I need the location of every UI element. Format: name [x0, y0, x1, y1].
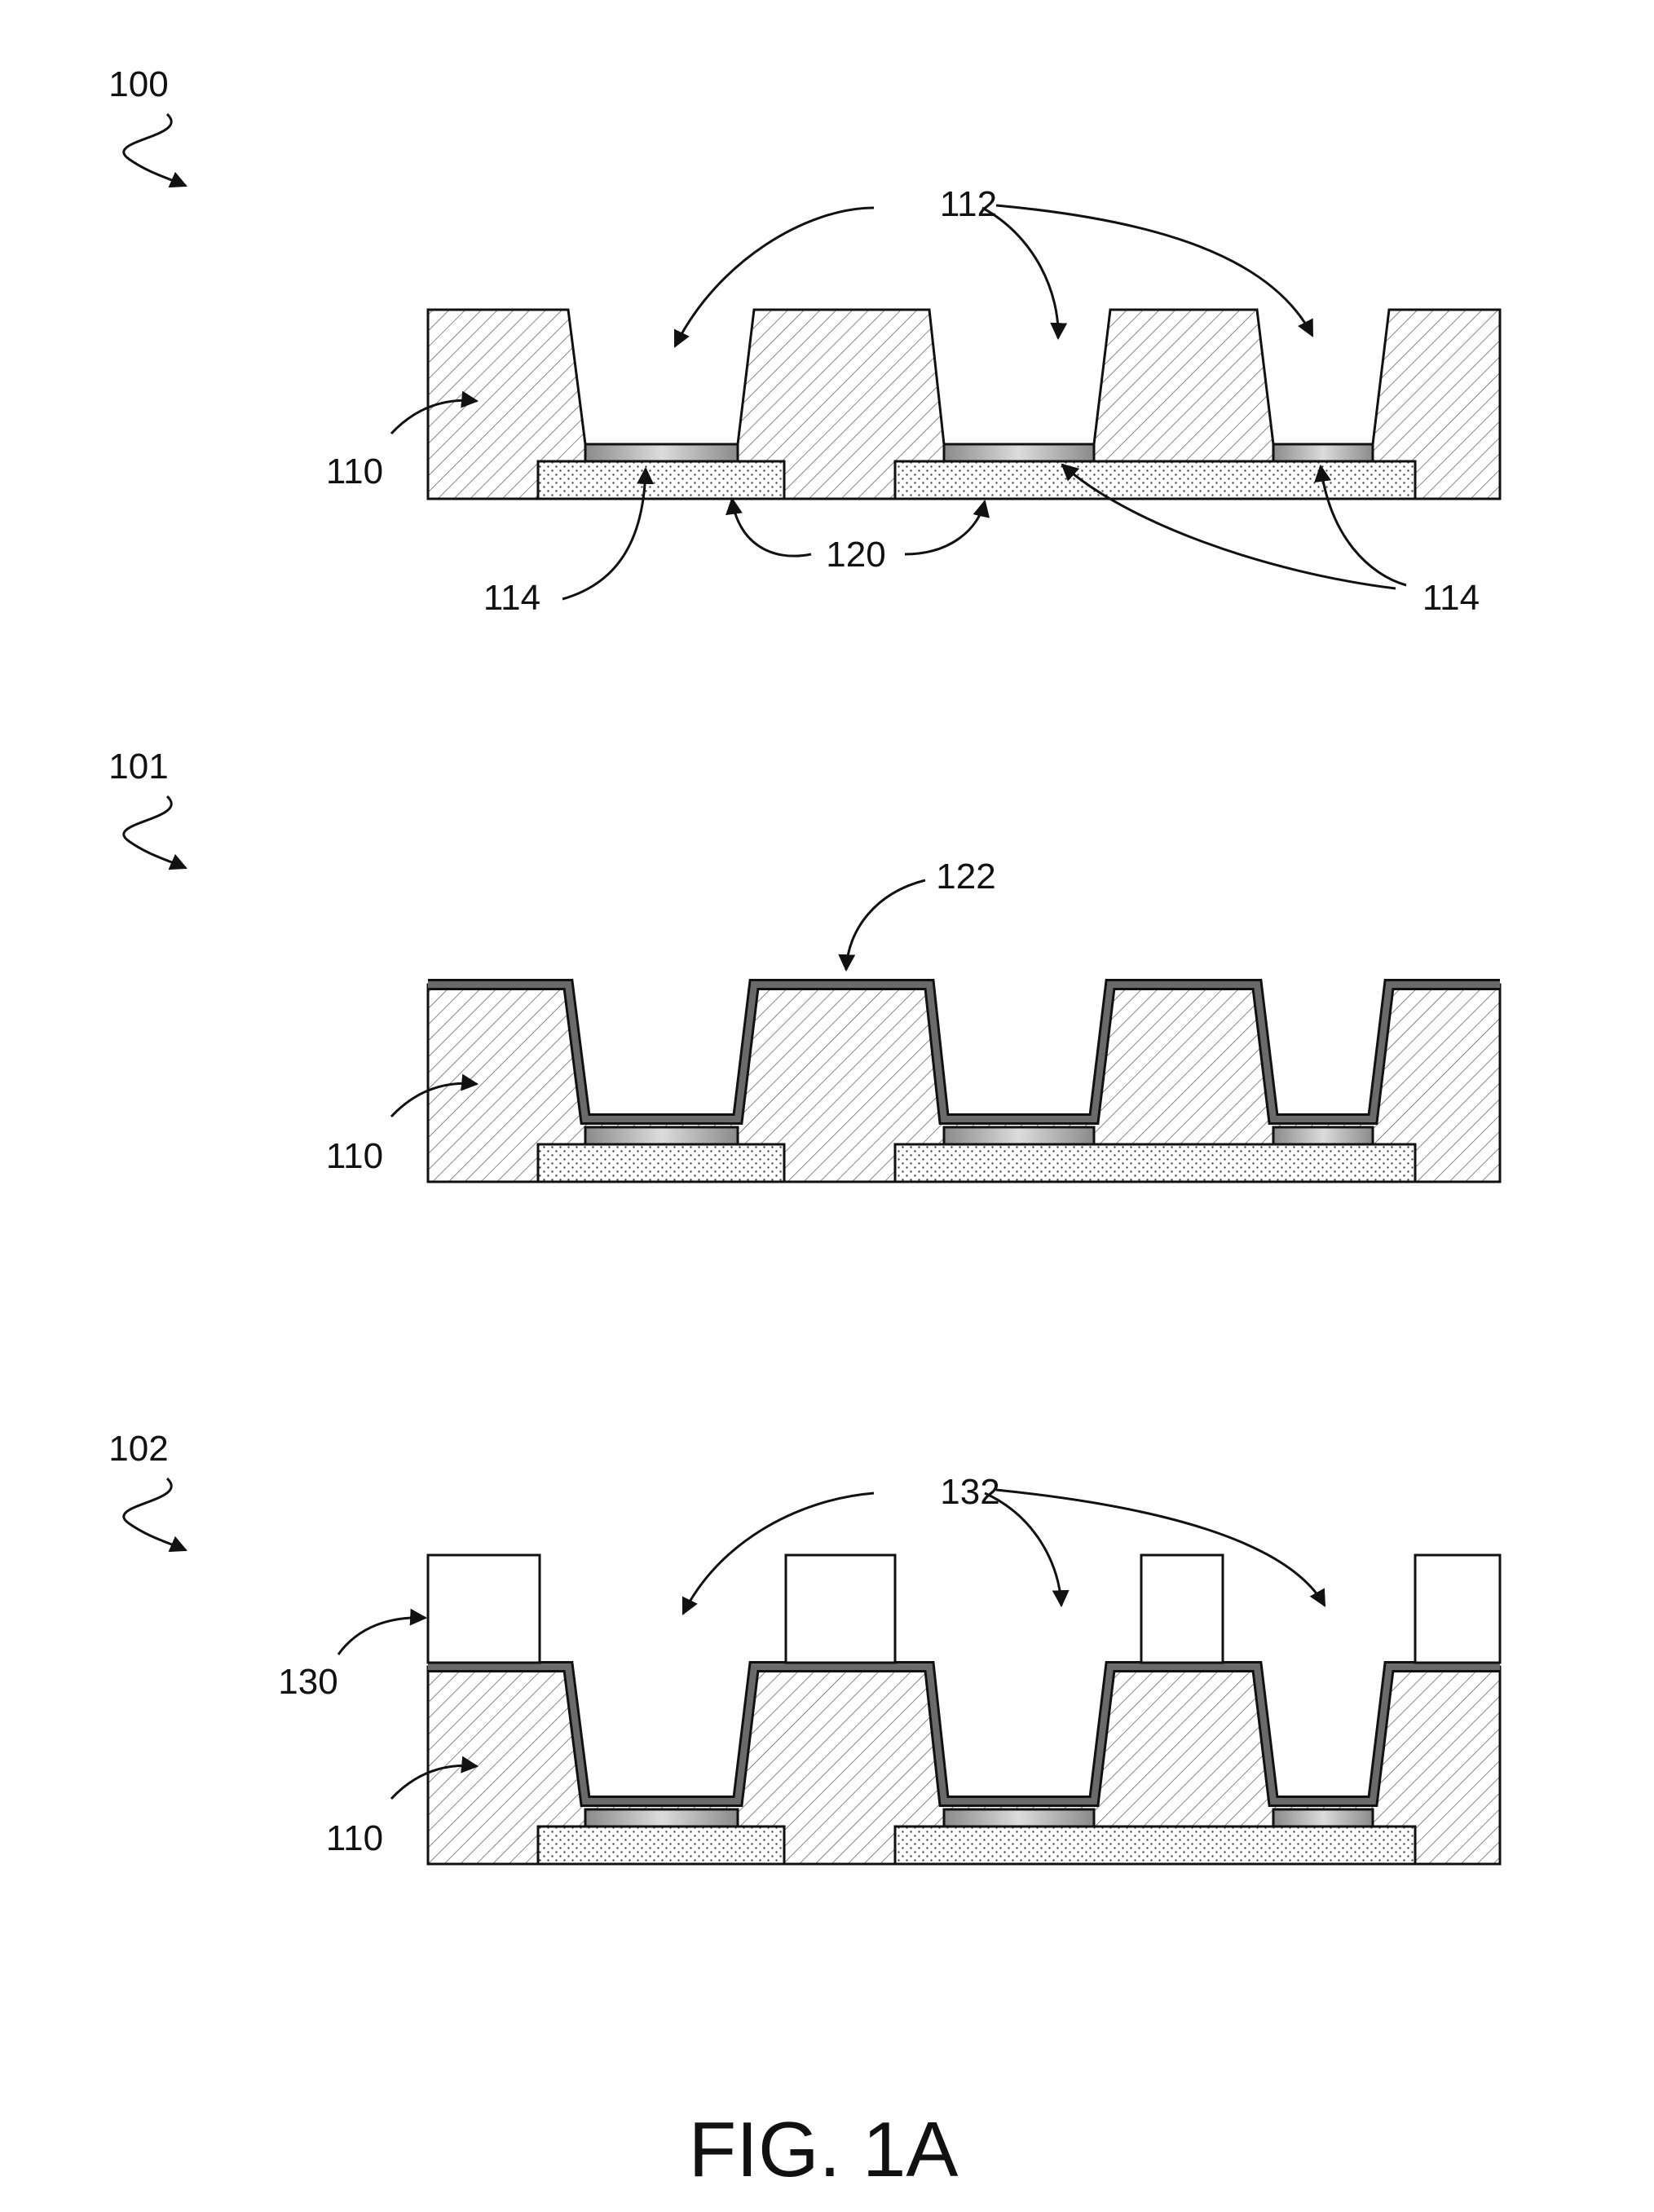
leader-112-b	[982, 208, 1058, 338]
opening-bottom-1	[585, 1127, 738, 1144]
label-114-right: 114	[1422, 578, 1480, 618]
opening-bottom-3	[1273, 1127, 1373, 1144]
step-100: 100 112 110 120 114 114	[108, 64, 1500, 618]
opening-bottom-2	[944, 444, 1094, 461]
label-122: 122	[936, 857, 995, 897]
opening-bottom-2	[944, 1809, 1094, 1826]
liner-outline	[428, 985, 1500, 1119]
liner-outline	[428, 1667, 1500, 1801]
label-110-step101: 110	[326, 1136, 383, 1176]
label-110-step100: 110	[326, 452, 383, 491]
leader-120-b	[905, 501, 985, 554]
figure-caption: FIG. 1A	[689, 2106, 959, 2193]
leader-130	[338, 1618, 426, 1655]
step-101: 101 122 110	[108, 747, 1500, 1182]
opening-bottom-3	[1273, 1809, 1373, 1826]
label-120: 120	[826, 535, 885, 575]
mask-block-3	[1141, 1555, 1223, 1663]
label-130: 130	[278, 1662, 337, 1702]
label-114-left: 114	[483, 578, 540, 618]
mask-block-2	[786, 1555, 895, 1663]
conductive-pad-left	[538, 1144, 784, 1182]
opening-bottom-3	[1273, 444, 1373, 461]
ref-102-label: 102	[108, 1429, 168, 1469]
liner-layer	[428, 1667, 1500, 1801]
conductive-pad-left	[538, 461, 784, 499]
opening-bottom-1	[585, 444, 738, 461]
conductive-pad-left	[538, 1826, 784, 1864]
label-112: 112	[940, 184, 997, 224]
ref-100-label: 100	[108, 64, 168, 104]
conductive-pad-right	[895, 461, 1415, 499]
label-132: 132	[940, 1472, 999, 1512]
label-110-step102: 110	[326, 1818, 383, 1858]
step-102: 102 132 130 110	[108, 1429, 1500, 1864]
opening-bottom-1	[585, 1809, 738, 1826]
conductive-pad-right	[895, 1826, 1415, 1864]
leader-122	[846, 880, 925, 970]
ref-101-label: 101	[108, 747, 168, 787]
leader-120-a	[732, 499, 811, 556]
ref-102-squiggle	[124, 1478, 186, 1550]
mask-block-1	[428, 1555, 540, 1663]
opening-bottom-2	[944, 1127, 1094, 1144]
ref-101-squiggle	[124, 796, 186, 868]
conductive-pad-right	[895, 1144, 1415, 1182]
liner-layer	[428, 985, 1500, 1119]
ref-100-squiggle	[124, 114, 186, 186]
mask-block-4	[1415, 1555, 1500, 1663]
